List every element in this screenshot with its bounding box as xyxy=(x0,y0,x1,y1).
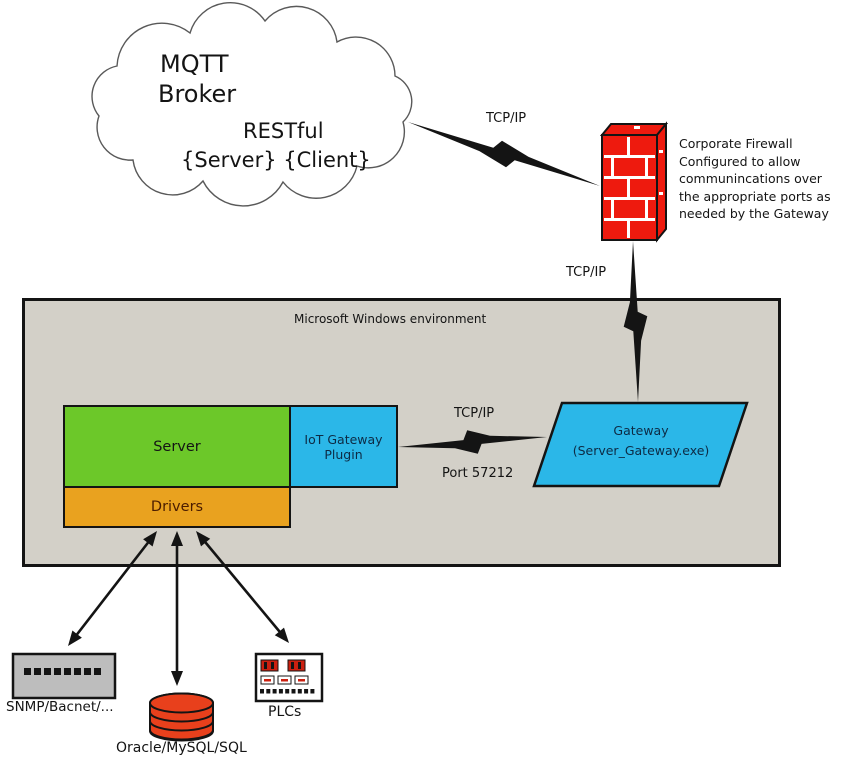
database-label: Oracle/MySQL/SQL xyxy=(116,740,247,756)
tcpip-label-cloud-firewall: TCP/IP xyxy=(486,111,527,126)
drivers-label: Drivers xyxy=(150,499,204,515)
tcpip-label-firewall-gateway: TCP/IP xyxy=(566,265,607,280)
cloud-server-client-label: {Server} {Client} xyxy=(181,148,371,172)
cloud-restful-label: RESTful xyxy=(243,119,324,143)
server-label: Server xyxy=(153,438,201,455)
iot-gateway-plugin-box: IoT Gateway Plugin xyxy=(289,405,398,488)
firewall-icon xyxy=(599,121,669,243)
gateway-label-line2: (Server_Gateway.exe) xyxy=(572,443,710,458)
snmp-label: SNMP/Bacnet/... xyxy=(6,699,114,715)
drivers-box: Drivers xyxy=(63,486,291,528)
database-icon xyxy=(149,692,214,742)
tcpip-label-plugin-gateway: TCP/IP xyxy=(454,406,495,421)
iot-gateway-plugin-label: IoT Gateway Plugin xyxy=(304,431,383,462)
plc-icon xyxy=(254,652,324,703)
windows-environment-title: Microsoft Windows environment xyxy=(294,312,487,326)
cloud-shape xyxy=(91,2,413,207)
snmp-device-icon xyxy=(11,652,117,700)
cloud-broker-label: Broker xyxy=(158,80,237,108)
plc-label: PLCs xyxy=(268,704,302,720)
port-label: Port 57212 xyxy=(442,466,514,481)
server-box: Server xyxy=(63,405,291,488)
firewall-note: Corporate Firewall Configured to allow c… xyxy=(679,136,831,221)
gateway-label: Gateway (Server_Gateway.exe) xyxy=(535,421,747,461)
cloud-mqtt-label: MQTT xyxy=(160,50,229,78)
gateway-label-line1: Gateway xyxy=(613,423,669,438)
